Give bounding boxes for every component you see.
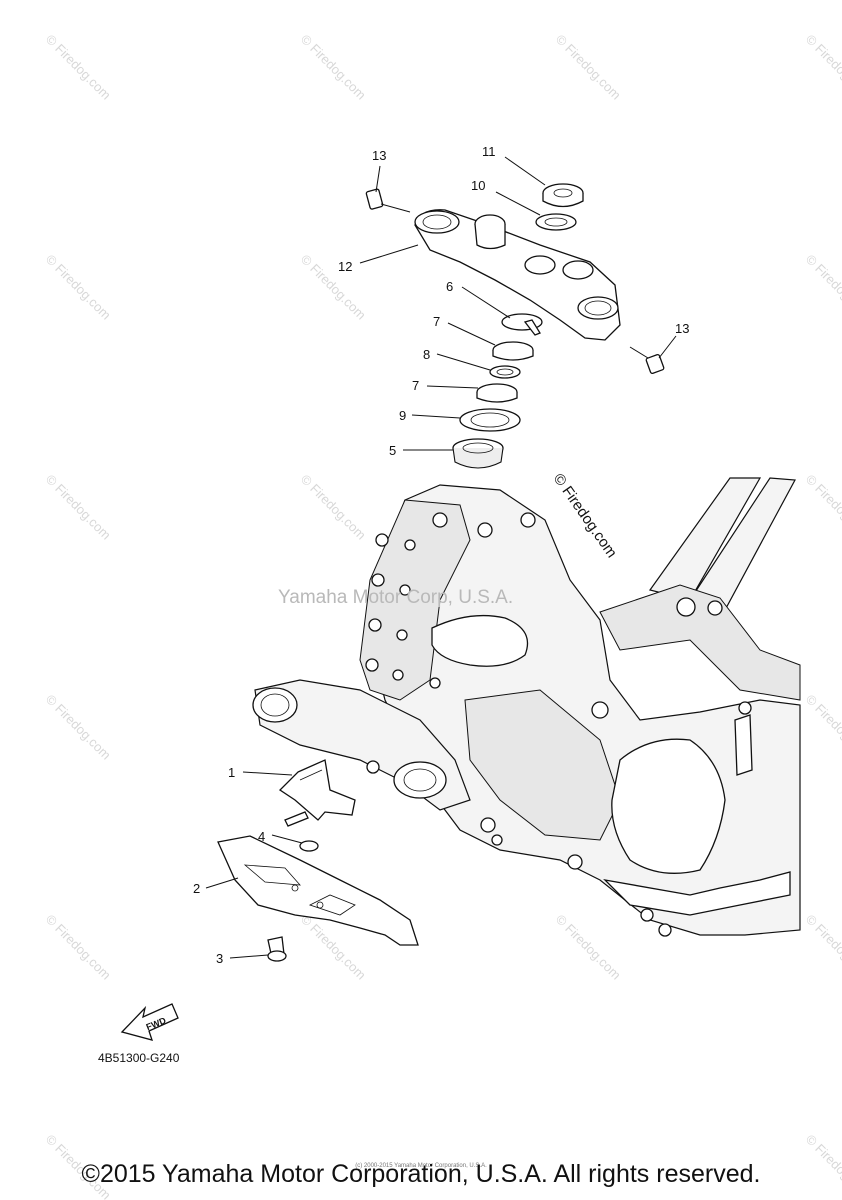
frame-assembly: [252, 477, 801, 937]
callout-11: 11: [482, 144, 496, 159]
callout-12: 12: [338, 259, 352, 274]
small-copyright: (c) 2000-2015 Yamaha Motor Corporation, …: [355, 1163, 487, 1169]
watermark-tile: © Firedog.com: [43, 912, 114, 983]
watermark-tile: © Firedog.com: [803, 32, 842, 103]
callout-13: 13: [675, 321, 689, 336]
copyright-footer: ©2015 Yamaha Motor Corporation, U.S.A. A…: [81, 1160, 761, 1188]
callout-6: 6: [446, 279, 453, 294]
watermark-tile: © Firedog.com: [298, 32, 369, 103]
callout-9: 9: [399, 408, 406, 423]
callouts: 13 11 10 12 6 7 13 8 7 9 5 1 4 2 3: [193, 144, 689, 966]
watermark-tile: © Firedog.com: [803, 252, 842, 323]
steering-stem-parts: [365, 183, 665, 469]
callout-3: 3: [216, 951, 223, 966]
diagram-code: 4B51300-G240: [98, 1051, 180, 1065]
watermark-tile: © Firedog.com: [298, 472, 369, 543]
callout-7: 7: [412, 378, 419, 393]
callout-5: 5: [389, 443, 396, 458]
callout-8: 8: [423, 347, 430, 362]
fwd-arrow: FWD: [120, 1003, 179, 1041]
callout-10: 10: [471, 178, 485, 193]
callout-7: 7: [433, 314, 440, 329]
side-watermark: © Firedog.com: [550, 471, 620, 562]
watermark-tile: © Firedog.com: [803, 912, 842, 983]
watermark-tile: © Firedog.com: [43, 32, 114, 103]
watermark-tile: © Firedog.com: [43, 692, 114, 763]
callout-1: 1: [228, 765, 235, 780]
watermark-tile: © Firedog.com: [298, 252, 369, 323]
bracket: [278, 759, 356, 821]
callout-13: 13: [372, 148, 386, 163]
lower-bracket-parts: [217, 759, 419, 962]
watermark-tile: © Firedog.com: [553, 912, 624, 983]
watermark-tile: © Firedog.com: [803, 472, 842, 543]
watermark-tile: © Firedog.com: [43, 252, 114, 323]
center-watermark: Yamaha Motor Corp, U.S.A.: [278, 587, 513, 608]
guard-plate: [217, 835, 419, 946]
callout-4: 4: [258, 829, 265, 844]
leader-lines: [205, 156, 677, 959]
watermark-tile: © Firedog.com: [553, 32, 624, 103]
callout-2: 2: [193, 881, 200, 896]
watermark-tile: © Firedog.com: [43, 472, 114, 543]
watermark-tile: © Firedog.com: [803, 692, 842, 763]
